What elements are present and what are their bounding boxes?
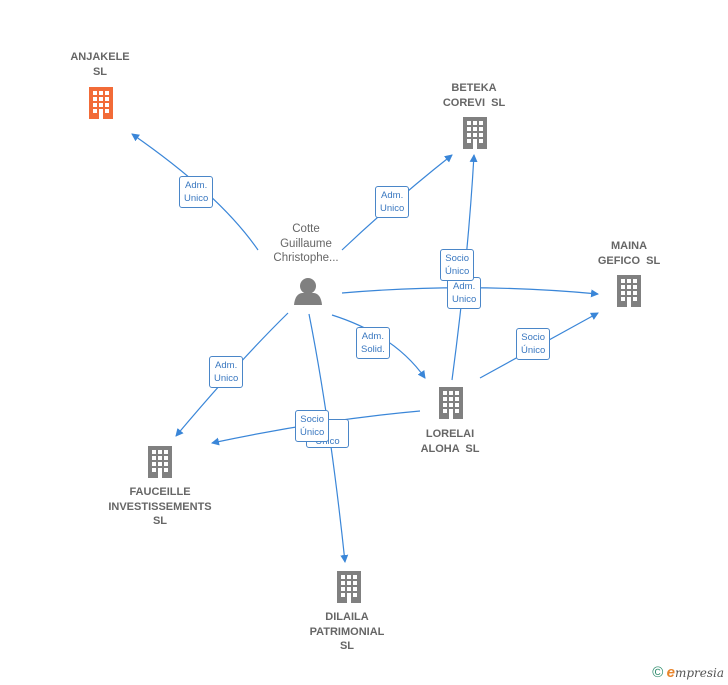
edge-label-socio-unico-fauceille: Socio Único — [295, 410, 330, 442]
edge-label-adm-unico-anjakele: Adm. Unico — [179, 176, 214, 208]
node-label-anjakele[interactable]: ANJAKELE SL — [70, 51, 130, 78]
empresia-watermark[interactable]: © empresia — [652, 664, 724, 681]
edge-label-adm-solid-lorelai: Adm. Solid. — [356, 327, 390, 359]
node-label-beteka[interactable]: BETEKA COREVI SL — [442, 82, 506, 109]
edge-label-adm-unico-beteka: Adm. Unico — [375, 186, 410, 218]
node-label-fauceille[interactable]: FAUCEILLE INVESTISSEMENTS SL — [108, 486, 212, 527]
lorelai-building-icon[interactable] — [439, 387, 463, 419]
node-label-person[interactable]: Cotte Guillaume Christophe... — [273, 223, 339, 264]
dilaila-building-icon[interactable] — [337, 571, 361, 603]
brand-e: e — [666, 664, 675, 681]
node-label-lorelai[interactable]: LORELAI ALOHA SL — [420, 428, 480, 455]
node-label-maina[interactable]: MAINA GEFICO SL — [597, 240, 661, 267]
node-label-dilaila[interactable]: DILAILA PATRIMONIAL SL — [309, 611, 385, 652]
person-icon[interactable] — [294, 278, 322, 305]
edge-label-adm-unico-fauceille: Adm. Unico — [209, 356, 244, 388]
edge-label-adm-unico-maina: Adm. Unico — [447, 277, 482, 309]
beteka-building-icon[interactable] — [463, 117, 487, 149]
edge-label-socio-unico-beteka: Socio Único — [440, 249, 475, 281]
edge-label-socio-unico-maina: Socio Único — [516, 328, 551, 360]
fauceille-building-icon[interactable] — [148, 446, 172, 478]
brand-name: mpresia — [674, 666, 724, 680]
anjakele-building-icon[interactable] — [89, 87, 113, 119]
copyright-symbol: © — [652, 664, 664, 681]
maina-building-icon[interactable] — [617, 275, 641, 307]
